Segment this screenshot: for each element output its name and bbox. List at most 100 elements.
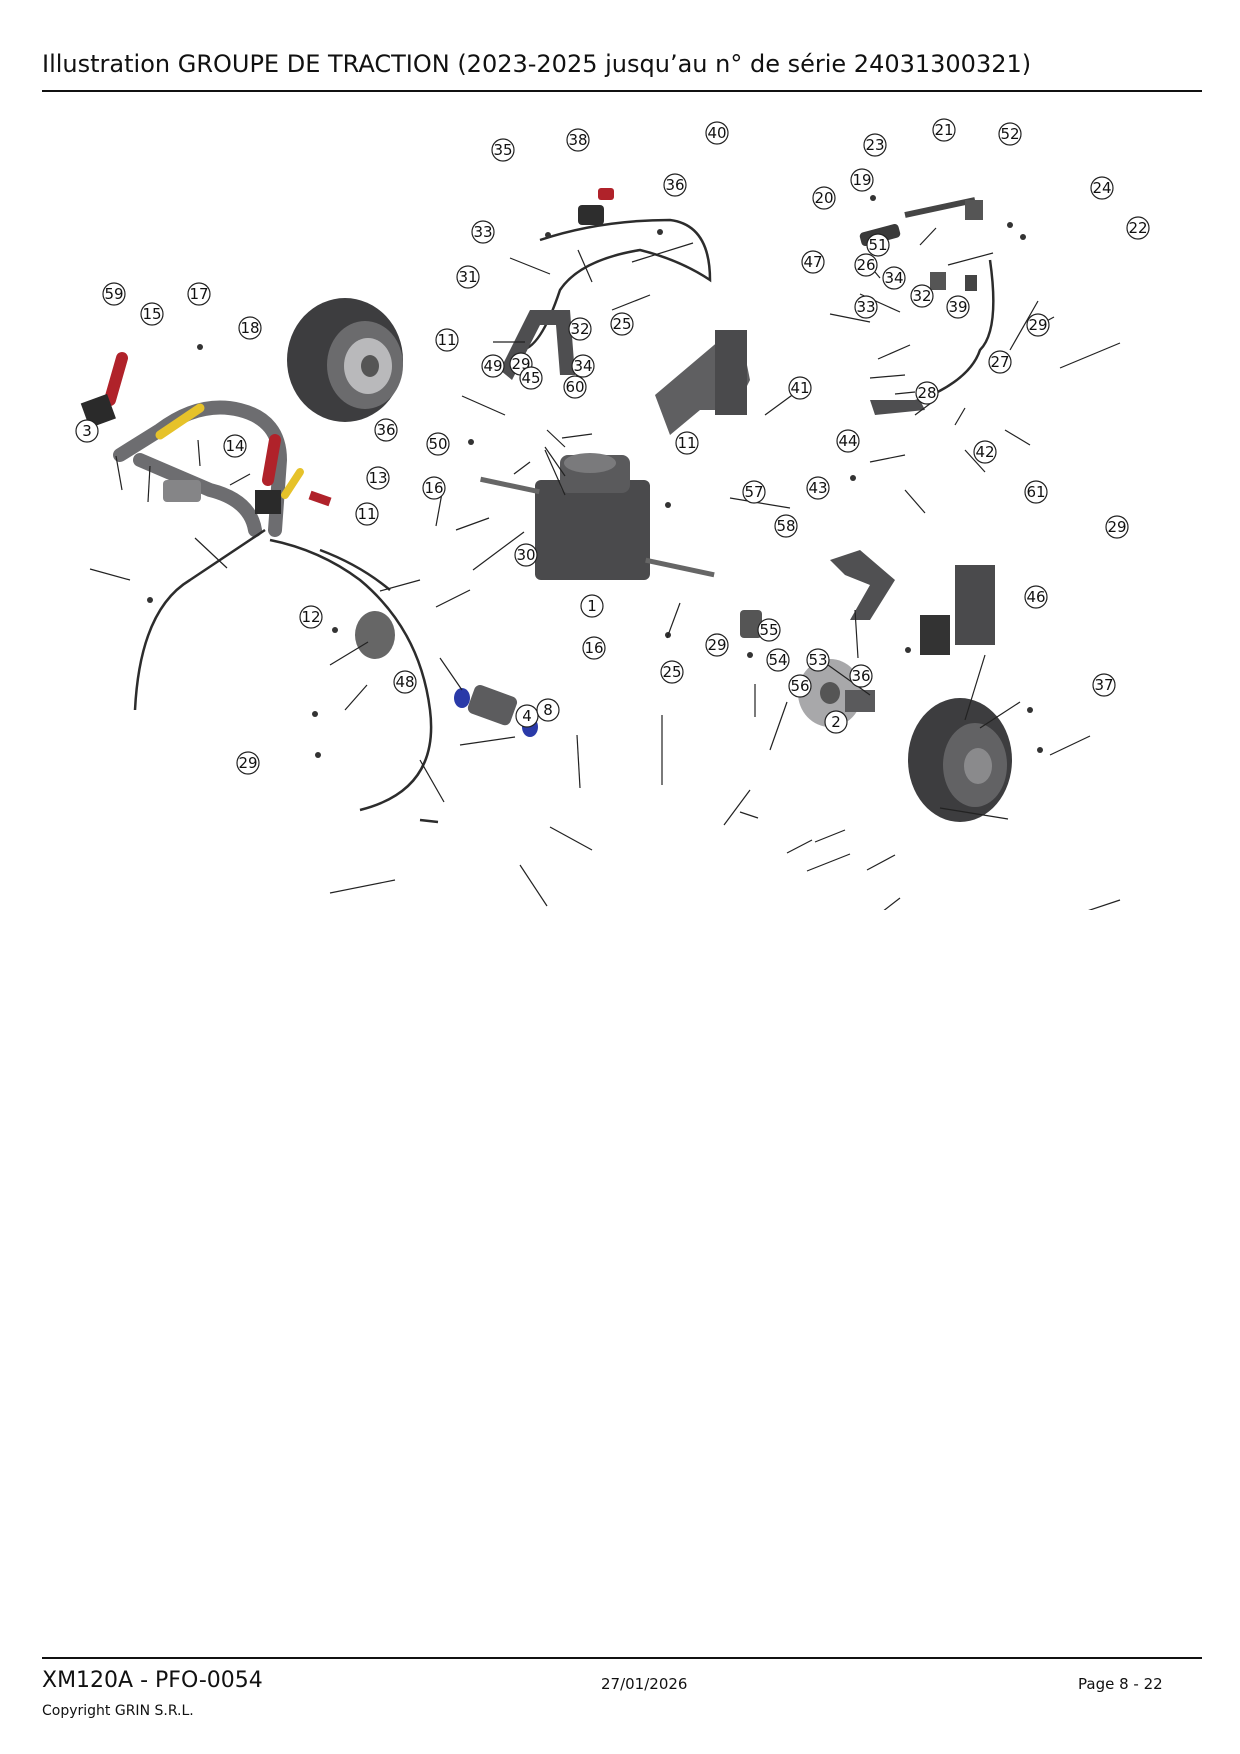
callout-39: 39	[946, 295, 970, 319]
callout-number: 57	[744, 483, 763, 501]
copyright: Copyright GRIN S.R.L.	[42, 1703, 194, 1719]
pedal-bracket	[655, 330, 750, 435]
callout-17: 17	[187, 282, 211, 306]
callout-circle	[481, 354, 505, 378]
callout-35: 35	[491, 138, 515, 162]
callout-circle	[366, 466, 390, 490]
callout-40: 40	[705, 121, 729, 145]
callout-number: 32	[570, 320, 589, 338]
callout-circle	[866, 233, 890, 257]
callout-number: 29	[1107, 518, 1126, 536]
callout-circle	[910, 284, 934, 308]
callout-37: 37	[1092, 673, 1116, 697]
callout-50: 50	[426, 432, 450, 456]
callout-circle	[1024, 585, 1048, 609]
callout-11: 11	[675, 431, 699, 455]
callout-circle	[355, 502, 379, 526]
callout-circle	[854, 253, 878, 277]
callout-48: 48	[393, 670, 417, 694]
callout-29: 29	[236, 751, 260, 775]
callout-number: 21	[934, 121, 953, 139]
callout-circle	[582, 636, 606, 660]
callout-11: 11	[435, 328, 459, 352]
callout-circle	[973, 440, 997, 464]
callout-circle	[580, 594, 604, 618]
callout-circle	[519, 366, 543, 390]
callout-1: 1	[580, 594, 604, 618]
callout-51: 51	[866, 233, 890, 257]
parts-diagram: 3840353633312532293460215223192024225126…	[75, 118, 1150, 910]
callout-30: 30	[514, 543, 538, 567]
callout-13: 13	[366, 466, 390, 490]
callout-circle	[915, 381, 939, 405]
callout-number: 11	[437, 331, 456, 349]
callout-42: 42	[973, 440, 997, 464]
callout-circle	[299, 605, 323, 629]
callout-number: 29	[1028, 316, 1047, 334]
footer-rule	[42, 1657, 1202, 1659]
callout-circle	[456, 265, 480, 289]
callout-number: 29	[238, 754, 257, 772]
callout-57: 57	[742, 480, 766, 504]
callout-60: 60	[563, 375, 587, 399]
callout-25: 25	[610, 312, 634, 336]
callout-number: 51	[868, 236, 887, 254]
callout-circle	[946, 295, 970, 319]
callout-circle	[824, 710, 848, 734]
callout-8: 8	[536, 698, 560, 722]
callout-circle	[788, 376, 812, 400]
callout-number: 55	[759, 621, 778, 639]
handlebar-grips	[80, 352, 332, 514]
callout-circle	[932, 118, 956, 142]
callout-circle	[238, 316, 262, 340]
callout-number: 43	[808, 479, 827, 497]
callout-circle	[223, 434, 247, 458]
callout-circle	[515, 704, 539, 728]
callout-number: 27	[990, 353, 1009, 371]
callout-number: 28	[917, 384, 936, 402]
callout-circle	[1090, 176, 1114, 200]
callout-circle	[806, 476, 830, 500]
callout-circle	[806, 648, 830, 672]
callout-52: 52	[998, 122, 1022, 146]
callout-circle	[471, 220, 495, 244]
callout-54: 54	[766, 648, 790, 672]
callout-49: 49	[481, 354, 505, 378]
page-number: Page 8 - 22	[1078, 1675, 1163, 1693]
callout-number: 41	[790, 379, 809, 397]
callout-circle	[435, 328, 459, 352]
callout-circle	[102, 282, 126, 306]
callout-circle	[836, 429, 860, 453]
callout-28: 28	[915, 381, 939, 405]
page-title: Illustration GROUPE DE TRACTION (2023-20…	[42, 50, 1032, 78]
callout-number: 36	[851, 667, 870, 685]
callout-18: 18	[238, 316, 262, 340]
callout-number: 58	[776, 517, 795, 535]
callout-circle	[563, 375, 587, 399]
callout-29: 29	[1026, 313, 1050, 337]
callout-number: 44	[838, 432, 857, 450]
callout-number: 33	[473, 223, 492, 241]
callout-number: 30	[516, 546, 535, 564]
callout-24: 24	[1090, 176, 1114, 200]
callout-circle	[705, 121, 729, 145]
callout-number: 40	[707, 124, 726, 142]
callout-number: 3	[82, 422, 92, 440]
callout-circle	[568, 317, 592, 341]
cable-harness	[133, 218, 995, 824]
callout-11: 11	[355, 502, 379, 526]
callout-number: 36	[376, 421, 395, 439]
callout-number: 35	[493, 141, 512, 159]
callout-number: 60	[565, 378, 584, 396]
callout-number: 32	[912, 287, 931, 305]
callout-circle	[854, 295, 878, 319]
callout-number: 25	[612, 315, 631, 333]
callout-61: 61	[1024, 480, 1048, 504]
callout-32: 32	[910, 284, 934, 308]
callout-circle	[663, 173, 687, 197]
callout-circle	[998, 122, 1022, 146]
callout-58: 58	[774, 514, 798, 538]
callout-23: 23	[863, 133, 887, 157]
callout-circle	[788, 674, 812, 698]
callout-14: 14	[223, 434, 247, 458]
